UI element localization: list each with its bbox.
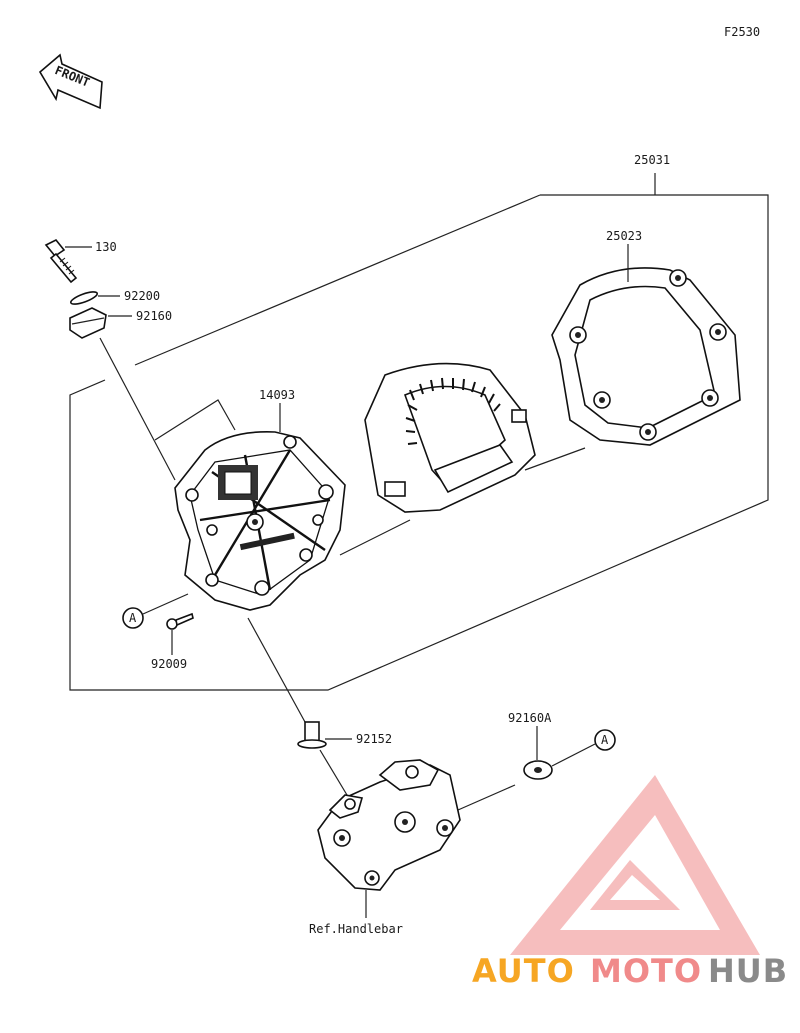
watermark-hub: HUB [708,952,788,990]
label-130: 130 [95,240,117,254]
meter-cover-25023 [551,267,741,446]
label-25023: 25023 [606,229,642,243]
watermark-logo [510,775,760,955]
label-25031: 25031 [634,153,670,167]
meter-case-14093 [174,431,346,611]
label-ref-handlebar: Ref.Handlebar [309,922,403,936]
grommet-92160 [69,307,107,339]
label-92009: 92009 [151,657,187,671]
label-92200: 92200 [124,289,160,303]
handlebar-bracket [317,759,461,891]
figure-code: F2530 [724,25,760,39]
label-92160: 92160 [136,309,172,323]
label-92152: 92152 [356,732,392,746]
front-arrow: FRONT [38,53,103,110]
watermark-text: AUTO MOTO HUB [472,952,788,990]
callout-a-left-text: A [129,611,137,625]
assembly-outline [69,194,769,691]
bolt-130 [44,238,78,284]
callout-a-right [594,729,616,751]
callout-a-left [122,607,144,629]
collar-92152 [297,721,327,749]
watermark-moto: MOTO [590,952,702,990]
callout-a-right-text: A [601,733,609,747]
watermark-auto: AUTO [472,952,575,990]
washer-92200 [69,291,99,305]
screw-92009 [166,612,194,630]
grommet-92160a [523,760,553,780]
label-92160a: 92160A [508,711,552,725]
label-14093: 14093 [259,388,295,402]
meter-unit [364,362,536,513]
